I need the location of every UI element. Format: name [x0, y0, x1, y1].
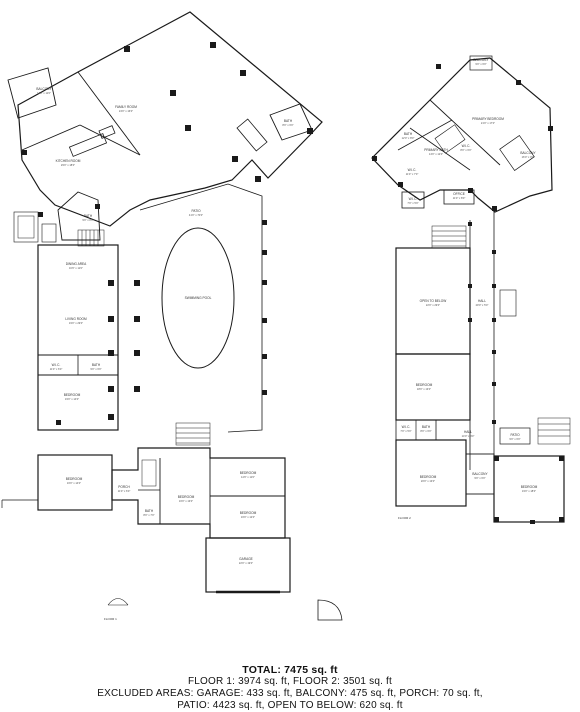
svg-text:14'0" x 12'0": 14'0" x 12'0": [429, 152, 443, 156]
svg-text:29'0" x 18'0": 29'0" x 18'0": [61, 163, 75, 167]
svg-text:16'0" x 14'0": 16'0" x 14'0": [67, 481, 81, 485]
floor-2-columns: [372, 64, 564, 524]
svg-text:29'0" x 5'0": 29'0" x 5'0": [476, 303, 489, 307]
room-label-hall-f2a: HALL: [478, 299, 486, 303]
svg-text:19'0" x 29'0": 19'0" x 29'0": [69, 321, 83, 325]
bedroom-corner-outline: [493, 455, 565, 523]
svg-text:19'0" x 18'0": 19'0" x 18'0": [522, 489, 536, 493]
lower-wing-outline: [111, 447, 286, 539]
room-label-primary-bath: PRIMARY BATH: [424, 148, 448, 152]
swimming-pool: [161, 227, 235, 369]
room-label-open-to-below: OPEN TO BELOW: [420, 299, 447, 303]
room-label-wic-f2d: W.I.C.: [402, 425, 411, 429]
svg-text:9'0" x 6'0": 9'0" x 6'0": [474, 476, 485, 480]
floor-2-label: FLOOR 2: [398, 516, 411, 520]
svg-text:20'0" x 13'0": 20'0" x 13'0": [421, 479, 435, 483]
svg-text:21'0" x 17'0": 21'0" x 17'0": [481, 121, 495, 125]
svg-text:14'0" x 11'0": 14'0" x 11'0": [37, 91, 51, 95]
floor-1-plan: BALCONY 14'0" x 11'0" FAMILY ROOM 24'0" …: [1, 11, 343, 621]
room-label-patio: PATIO: [191, 209, 201, 213]
room-label-dining-area: DINING AREA: [66, 262, 87, 266]
room-label-bedroom-f1b: BEDROOM: [66, 477, 83, 481]
room-label-bedroom-f2b: BEDROOM: [420, 475, 437, 479]
floor-plan-drawing: BALCONY 14'0" x 11'0" FAMILY ROOM 24'0" …: [1, 11, 571, 621]
svg-text:11'0" x 7'0": 11'0" x 7'0": [406, 172, 419, 176]
room-label-balcony-f2b: BALCONY: [520, 151, 536, 155]
area-summary: TOTAL: 7475 sq. ft FLOOR 1: 3974 sq. ft,…: [0, 664, 580, 712]
room-label-living-room: LIVING ROOM: [65, 317, 87, 321]
excluded-areas-line-2: PATIO: 4423 sq. ft, OPEN TO BELOW: 620 s…: [177, 700, 403, 711]
room-label-garage: GARAGE: [239, 557, 253, 561]
excluded-areas-line-1: EXCLUDED AREAS: GARAGE: 433 sq. ft, BALC…: [97, 688, 483, 699]
room-label-balcony-f2c: BALCONY: [472, 472, 488, 476]
svg-text:19'0" x 14'0": 19'0" x 14'0": [65, 397, 79, 401]
svg-text:8'0" x 6'0": 8'0" x 6'0": [420, 429, 431, 433]
room-label-office: OFFICE: [453, 192, 465, 196]
garage-outline: [205, 537, 291, 593]
room-label-hall-f2b: HALL: [464, 430, 472, 434]
room-label-bath-f1d: BATH: [145, 509, 154, 513]
svg-text:9'0" x 8'0": 9'0" x 8'0": [82, 218, 93, 222]
svg-text:24'0" x 16'0": 24'0" x 16'0": [119, 109, 133, 113]
room-label-wic-f2b: W.I.C.: [408, 168, 417, 172]
svg-text:22'0" x 29'0": 22'0" x 29'0": [426, 303, 440, 307]
floor-2-plan: BALCONY 9'0" x 6'0" PRIMARY BEDROOM 21'0…: [371, 55, 571, 524]
room-label-bath-f1c: BATH: [92, 363, 101, 367]
room-label-bath-f1a: BATH: [284, 119, 293, 123]
patio-columns: [22, 42, 313, 425]
svg-text:16'0" x 13'0": 16'0" x 13'0": [179, 499, 193, 503]
room-label-kitchen: KITCHEN ROOM: [56, 159, 81, 163]
svg-text:11'0" x 6'0": 11'0" x 6'0": [50, 367, 63, 371]
svg-text:16'0" x 9'0": 16'0" x 9'0": [522, 155, 535, 159]
svg-text:8'0" x 6'0": 8'0" x 6'0": [282, 123, 293, 127]
kitchen-wing-outline: [17, 11, 323, 227]
room-label-wic-f2c: W.I.C.: [409, 197, 418, 201]
svg-text:8'0" x 6'0": 8'0" x 6'0": [460, 148, 471, 152]
room-label-porch: PORCH: [118, 485, 130, 489]
svg-text:9'0" x 6'0": 9'0" x 6'0": [509, 437, 520, 441]
room-label-bedroom-f1a: BEDROOM: [64, 393, 81, 397]
svg-text:8'0" x 7'0": 8'0" x 7'0": [143, 513, 154, 517]
svg-text:11'0" x 8'0": 11'0" x 8'0": [453, 196, 466, 200]
svg-text:14'0" x 4'0": 14'0" x 4'0": [462, 434, 475, 438]
room-label-bedroom-f2a: BEDROOM: [416, 383, 433, 387]
svg-text:9'0" x 6'0": 9'0" x 6'0": [475, 62, 486, 66]
svg-text:9'0" x 6'0": 9'0" x 6'0": [90, 367, 101, 371]
room-label-bath-f1b: BATH: [84, 214, 93, 218]
room-label-swimming-pool: SWIMMING POOL: [185, 296, 212, 300]
living-wing-outline: [37, 244, 119, 431]
room-label-bedroom-f1e: BEDROOM: [240, 511, 257, 515]
room-label-family-room: FAMILY ROOM: [115, 105, 137, 109]
room-label-wic-f2a: W.I.C.: [462, 144, 471, 148]
svg-text:18'0" x 13'0": 18'0" x 13'0": [417, 387, 431, 391]
svg-text:41'0" x 70'0": 41'0" x 70'0": [189, 213, 203, 217]
room-label-bedroom-f1d: BEDROOM: [240, 471, 257, 475]
primary-wing-outline: [371, 57, 553, 213]
total-area: TOTAL: 7475 sq. ft: [242, 664, 338, 676]
room-label-balcony-f1: BALCONY: [36, 87, 52, 91]
room-label-bedroom-f2c: BEDROOM: [521, 485, 538, 489]
svg-text:7'0" x 5'0": 7'0" x 5'0": [400, 429, 411, 433]
room-label-bedroom-f1c: BEDROOM: [178, 495, 195, 499]
svg-text:7'0" x 5'0": 7'0" x 5'0": [407, 201, 418, 205]
svg-text:22'0" x 19'0": 22'0" x 19'0": [239, 561, 253, 565]
floor-1-label: FLOOR 1: [104, 617, 117, 621]
svg-text:14'0" x 11'0": 14'0" x 11'0": [241, 475, 255, 479]
room-label-bath-f2b: BATH: [422, 425, 431, 429]
svg-text:11'0" x 6'0": 11'0" x 6'0": [118, 489, 131, 493]
svg-text:16'0" x 11'0": 16'0" x 11'0": [69, 266, 83, 270]
room-label-balcony-f2a: BALCONY: [473, 58, 489, 62]
svg-text:12'0" x 8'0": 12'0" x 8'0": [402, 136, 415, 140]
room-label-primary-bedroom: PRIMARY BEDROOM: [472, 117, 504, 121]
room-label-bath-f2a: BATH: [404, 132, 413, 136]
floor-areas: FLOOR 1: 3974 sq. ft, FLOOR 2: 3501 sq. …: [187, 676, 393, 687]
room-label-wic-f1: W.I.C.: [52, 363, 61, 367]
room-label-patio-f2: PATIO: [510, 433, 520, 437]
svg-text:16'0" x 12'0": 16'0" x 12'0": [241, 515, 255, 519]
